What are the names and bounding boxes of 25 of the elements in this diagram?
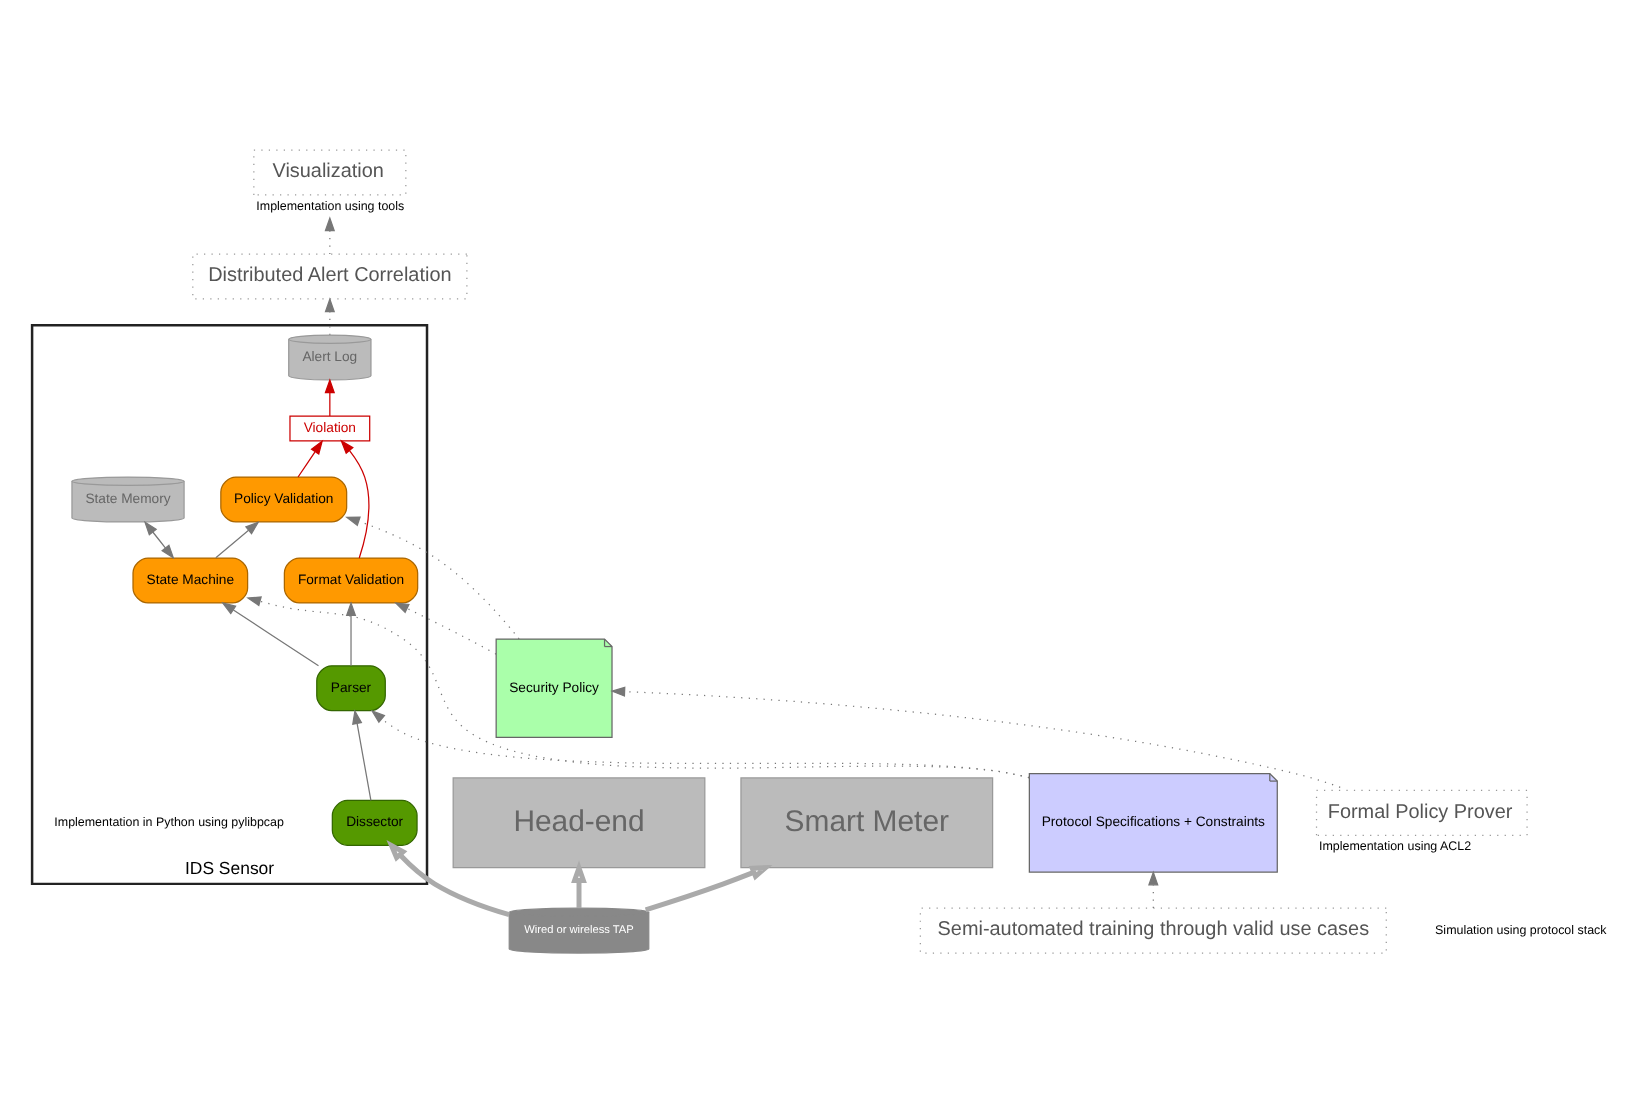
arrow <box>394 601 497 654</box>
arrow <box>143 519 175 559</box>
node-box: Distributed Alert Correlation <box>192 252 468 299</box>
arrow <box>221 601 320 666</box>
arrow <box>345 515 520 639</box>
node-box: Smart Meter <box>740 776 994 868</box>
node-box: Semi-automated training through valid use cases <box>919 906 1387 953</box>
arrow <box>340 438 370 558</box>
arrow <box>215 520 260 558</box>
node-box: Formal Policy Prover <box>1315 788 1528 835</box>
arrow <box>386 838 510 917</box>
arrow <box>1148 869 1159 908</box>
arrow <box>352 708 372 800</box>
arrow <box>324 296 336 335</box>
arrow <box>644 863 773 912</box>
node-box: Visualization <box>253 148 407 195</box>
node-box: Head-end <box>452 776 706 868</box>
arrow <box>297 438 324 477</box>
arrow <box>610 685 1341 787</box>
arrow <box>324 377 336 416</box>
arrow <box>324 215 336 254</box>
arrow <box>345 600 357 666</box>
arrow <box>370 708 1030 778</box>
arrow <box>571 859 587 908</box>
arrow <box>246 595 1030 778</box>
